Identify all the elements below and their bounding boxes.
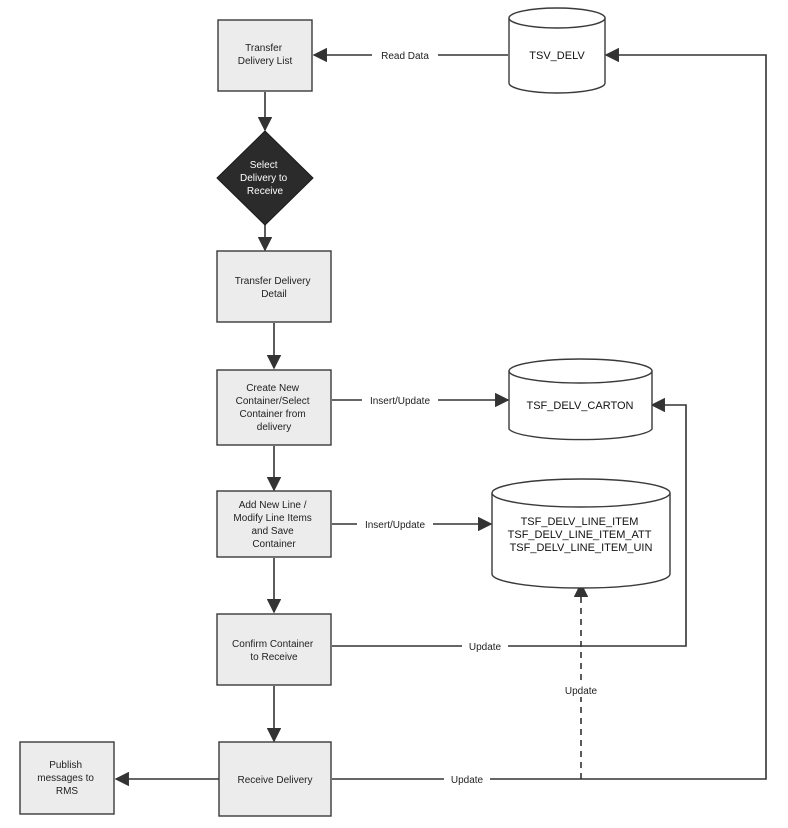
label-insert-update-carton: Insert/Update <box>370 396 430 407</box>
text-line: Delivery List <box>238 56 293 67</box>
text-line: Transfer <box>245 43 283 54</box>
text-line: Receive <box>247 186 284 197</box>
text-line: TSF_DELV_LINE_ITEM <box>521 516 639 528</box>
svg-text:Confirm Container to R: Confirm Container to Receive <box>232 639 316 663</box>
edges <box>114 47 767 787</box>
svg-text:Receive Delivery: Receive Delivery <box>237 775 312 786</box>
text-line: Detail <box>261 289 287 300</box>
label-read-data: Read Data <box>381 51 429 62</box>
text-line: Create New <box>246 383 300 394</box>
text-line: Delivery to <box>240 173 288 184</box>
text-line: to Receive <box>250 652 298 663</box>
text-line: Receive Delivery <box>237 775 312 786</box>
box-publish-messages: Publish messages to RMS <box>19 741 115 815</box>
label-update-dashed: Update <box>565 686 598 697</box>
text-line: TSF_DELV_LINE_ITEM_UIN <box>510 542 653 554</box>
svg-text:TSF_DELV_CARTON: TSF_DELV_CARTON <box>527 400 634 412</box>
label-update-confirm: Update <box>469 642 502 653</box>
decision-select-delivery: Select Delivery to Receive <box>216 130 314 226</box>
svg-text:Create New Container/S: Create New Container/Select Container fr… <box>236 383 313 433</box>
svg-text:Transfer Delivery List: Transfer Delivery List <box>238 43 293 67</box>
edge-confirm-to-carton <box>332 397 687 647</box>
box-transfer-delivery-list: Transfer Delivery List <box>217 19 313 92</box>
text-line: Container/Select <box>236 396 310 407</box>
text-line: TSV_DELV <box>529 50 585 62</box>
text-line: Select <box>250 160 278 171</box>
db-tsv-delv: TSV_DELV <box>508 7 606 94</box>
text-line: RMS <box>56 786 79 797</box>
text-line: Container <box>252 539 296 550</box>
box-create-container: Create New Container/Select Container fr… <box>216 369 332 446</box>
text-line: Container from <box>240 409 306 420</box>
text-line: Add New Line / <box>239 500 307 511</box>
svg-text:Publish messages to: Publish messages to RMS <box>37 760 96 797</box>
box-add-new-line: Add New Line / Modify Line Items and Sav… <box>216 490 332 558</box>
label-update-receive: Update <box>451 775 484 786</box>
text-line: Confirm Container <box>232 639 314 650</box>
svg-text:Select Delivery to: Select Delivery to Receive <box>240 160 290 197</box>
text-line: and Save <box>251 526 294 537</box>
text-line: Modify Line Items <box>233 513 311 524</box>
svg-text:TSV_DELV: TSV_DELV <box>529 50 585 62</box>
edge-labels: Read Data Insert/Update Insert/Update Up… <box>357 47 605 786</box>
box-receive-delivery: Receive Delivery <box>218 741 332 817</box>
db-tsf-delv-line-item: TSF_DELV_LINE_ITEM TSF_DELV_LINE_ITEM_AT… <box>491 478 671 589</box>
text-line: Transfer Delivery <box>235 276 311 287</box>
text-line: messages to <box>37 773 94 784</box>
edge-receive-to-tsv <box>332 47 767 780</box>
box-transfer-delivery-detail: Transfer Delivery Detail <box>216 250 332 323</box>
svg-text:TSF_DELV_LINE_ITEM TSF: TSF_DELV_LINE_ITEM TSF_DELV_LINE_ITEM_AT… <box>508 516 655 554</box>
text-line: TSF_DELV_CARTON <box>527 400 634 412</box>
text-line: TSF_DELV_LINE_ITEM_ATT <box>508 529 652 541</box>
label-insert-update-line-item: Insert/Update <box>365 520 425 531</box>
process-boxes: Transfer Delivery List Select Delivery t… <box>19 19 332 817</box>
text-line: Publish <box>49 760 82 771</box>
databases: TSV_DELV TSF_DELV_CARTON TSF_DELV_LINE_I… <box>491 7 671 589</box>
svg-text:Transfer Delivery Deta: Transfer Delivery Detail <box>235 276 314 300</box>
text-line: delivery <box>257 422 291 433</box>
db-tsf-delv-carton: TSF_DELV_CARTON <box>508 358 653 441</box>
box-confirm-container: Confirm Container to Receive <box>216 613 332 686</box>
svg-text:Add New Line / Modify: Add New Line / Modify Line Items and Sav… <box>233 500 314 550</box>
